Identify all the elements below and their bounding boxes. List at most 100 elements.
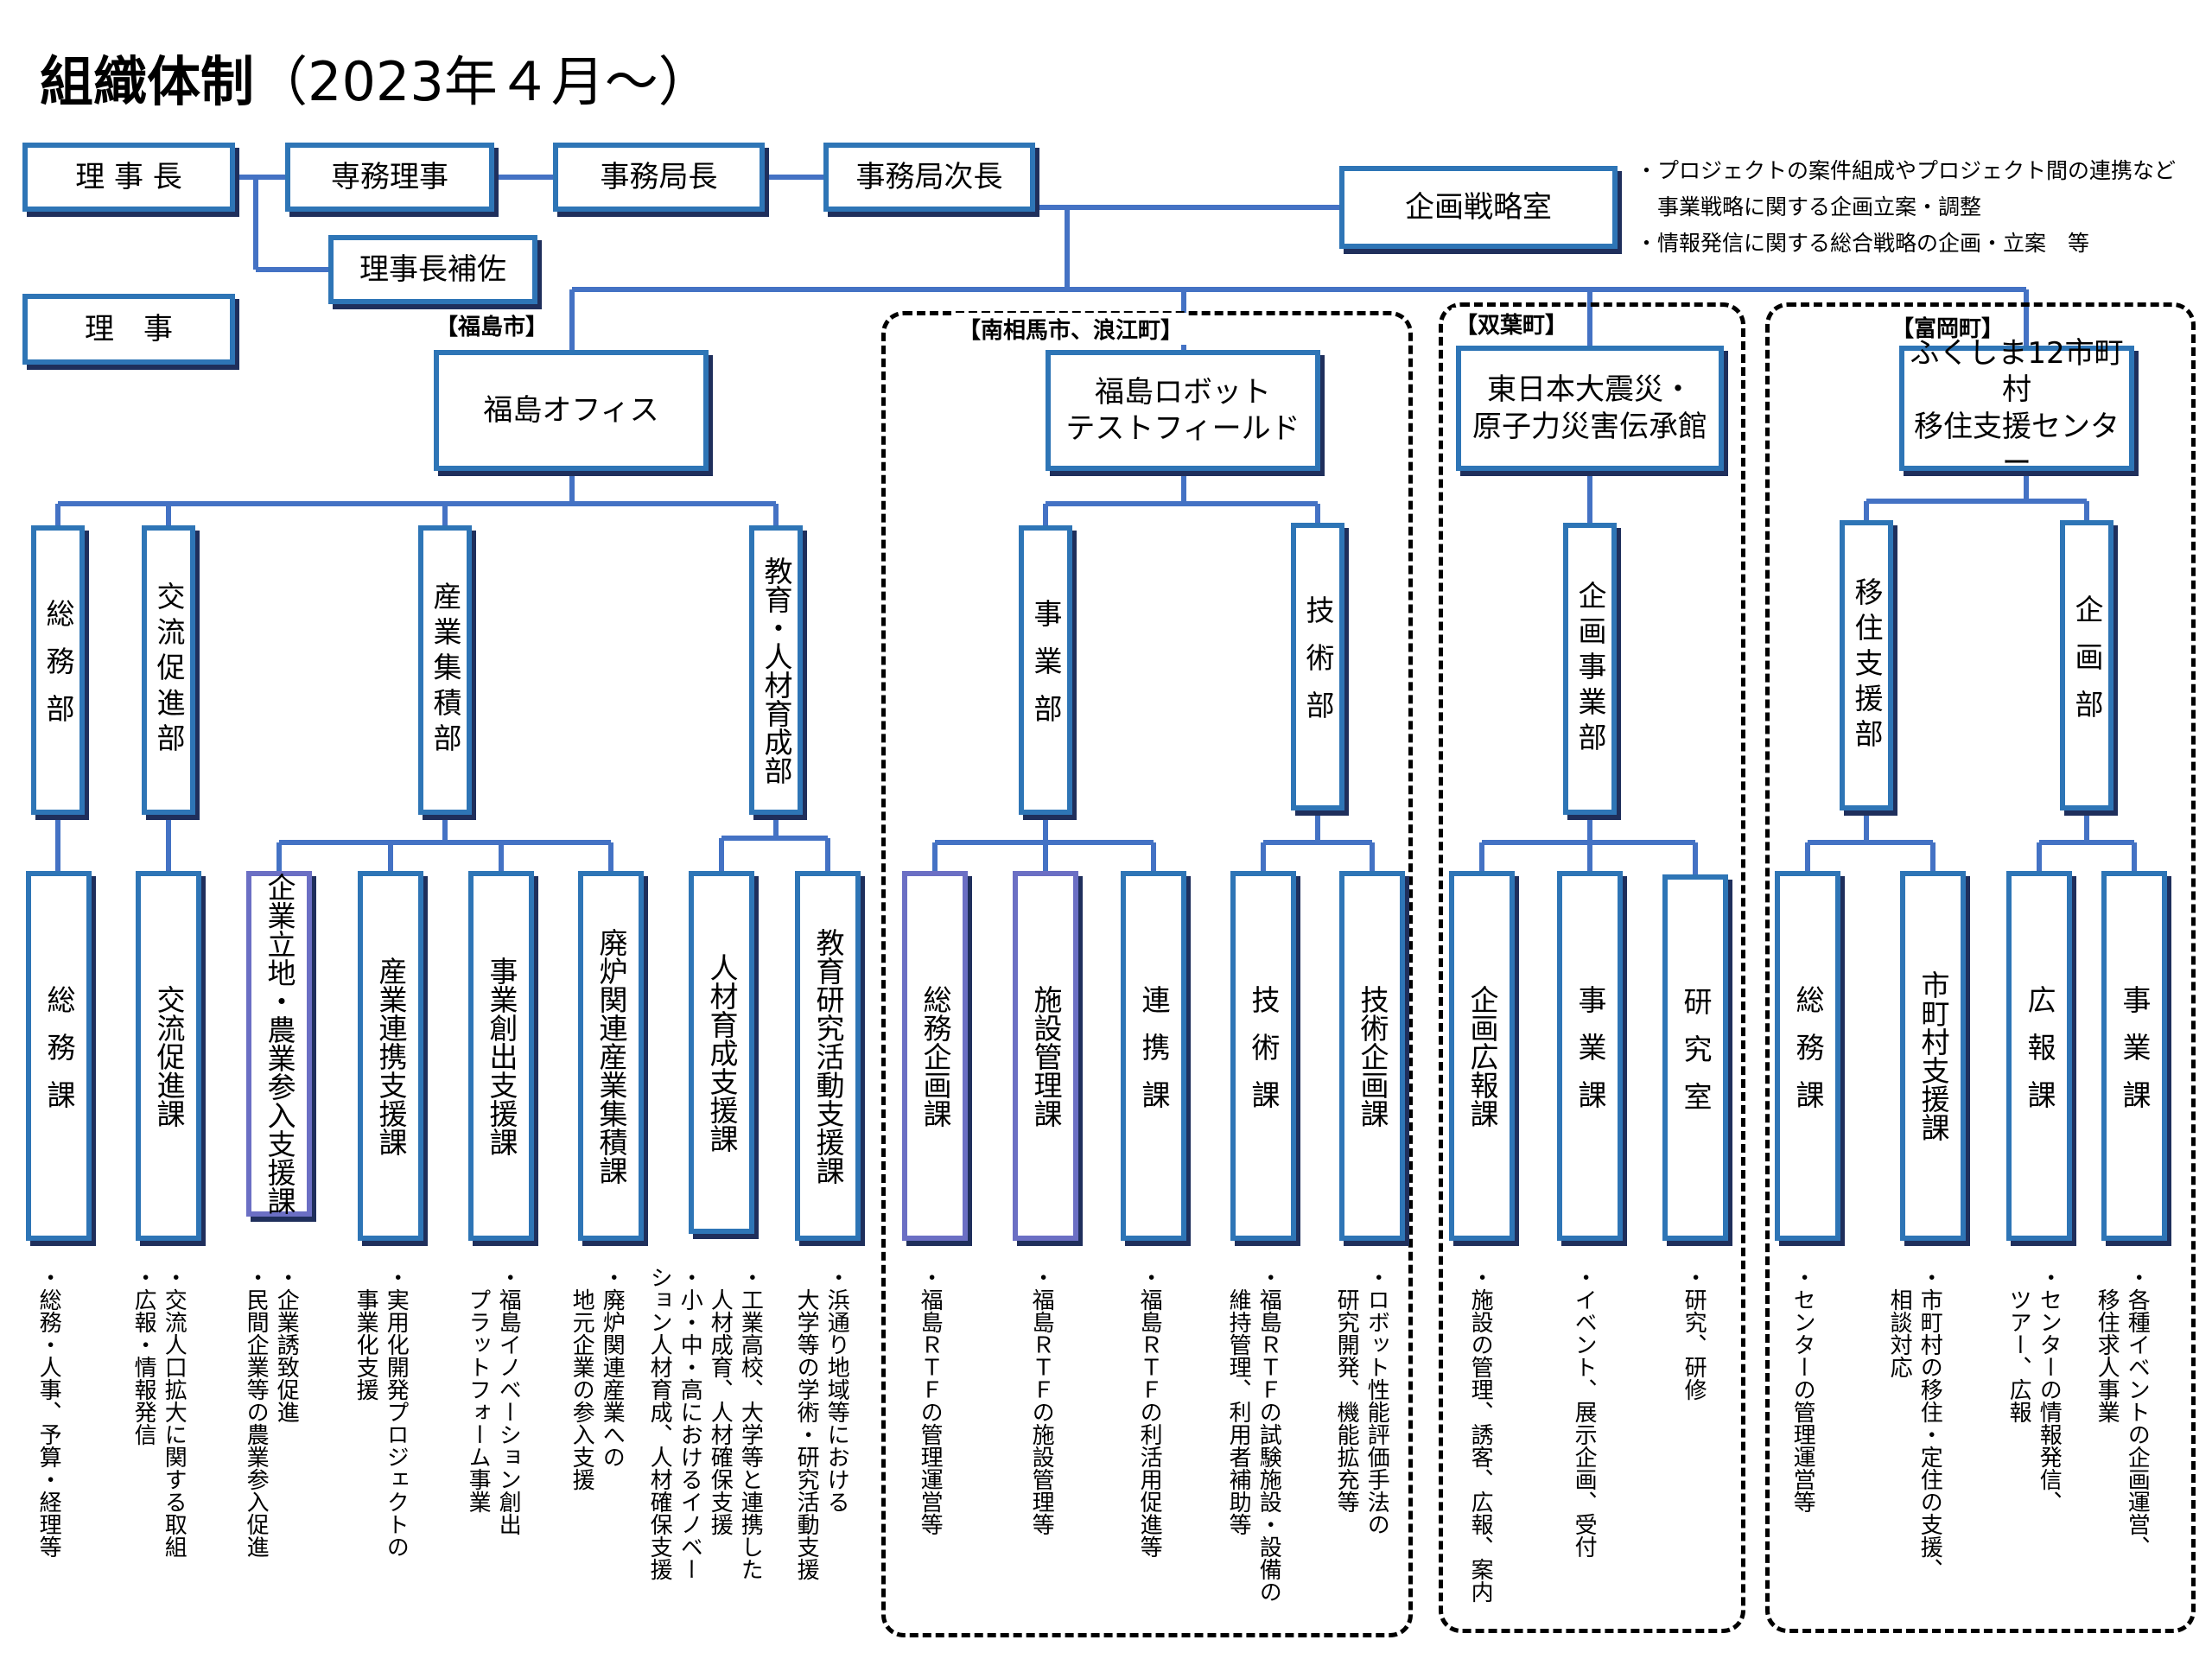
museum-label-line2: 原子力災害伝承館: [1472, 409, 1707, 444]
section-description: ・福島イノベーション創出 プラットフォーム事業: [465, 1266, 522, 1535]
rtf-box: 福島ロボット テストフィールド: [1046, 350, 1320, 471]
section-description: ・浜通り地域等における 大学等の学術・研究活動支援: [793, 1266, 850, 1580]
chairman-label: 理 事 長: [75, 159, 182, 194]
section-description: ・施設の管理、誘客、広報、案内: [1467, 1266, 1494, 1603]
section-box: 廃炉関連産業集積課: [578, 871, 644, 1241]
director-label: 理 事: [85, 311, 173, 346]
section-description: ・福島ＲＴＦの施設管理等: [1028, 1266, 1055, 1535]
rtf-label-line1: 福島ロボット: [1095, 374, 1271, 410]
section-label: 広報課: [2022, 984, 2056, 1128]
section-box: 事業創出支援課: [468, 871, 534, 1241]
section-description: ・企業誘致促進 ・民間企業等の農業参入促進: [243, 1266, 300, 1558]
fukushima-office-box: 福島オフィス: [434, 350, 709, 471]
dept-migration-planning: 企画部: [2060, 520, 2113, 810]
section-box: 人材育成支援課: [689, 871, 754, 1234]
section-box: 教育研究活動支援課: [795, 871, 861, 1241]
dept-rtf-business: 事業部: [1019, 525, 1072, 815]
strategy-office-label: 企画戦略室: [1405, 189, 1552, 225]
section-box: 総務企画課: [902, 871, 968, 1241]
section-label: 総務企画課: [918, 984, 952, 1128]
section-label: 総務課: [41, 984, 76, 1128]
dept-rtf-business-label: 事業部: [1028, 599, 1063, 741]
section-box: 総務課: [1775, 871, 1840, 1241]
executive-director-box: 専務理事: [285, 143, 494, 212]
director-box: 理 事: [22, 294, 235, 365]
chairman-box: 理 事 長: [22, 143, 235, 212]
section-description: ・交流人口拡大に関する取組 ・広報・情報発信: [130, 1266, 188, 1558]
region-tomioka: [1765, 302, 2196, 1633]
chairman-assistant-label: 理事長補佐: [359, 251, 506, 287]
section-description: ・工業高校、大学等と連携した 人材成育、人材確保支援 ・小・中・高におけるイノベ…: [646, 1266, 764, 1580]
section-label: 企業立地・農業参入支援課: [262, 873, 296, 1215]
section-box: 事業課: [1557, 871, 1623, 1241]
dept-migration-support: 移住支援部: [1840, 520, 1893, 810]
strategy-note-1: ・プロジェクトの案件組成やプロジェクト間の連携など: [1636, 158, 2177, 183]
section-box: 企画広報課: [1449, 871, 1515, 1241]
section-label: 総務課: [1790, 984, 1825, 1128]
dept-migration-support-label: 移住支援部: [1849, 576, 1884, 754]
location-tomioka: 【富岡町】: [1888, 311, 2008, 343]
section-box: 企業立地・農業参入支援課: [246, 871, 312, 1217]
section-description: ・各種イベントの企画運営、 移住求人事業: [2094, 1266, 2151, 1558]
section-description: ・センターの管理運営等: [1789, 1266, 1816, 1513]
dept-education-label: 教育・人材育成部: [759, 556, 793, 785]
dept-industry-label: 産業集積部: [428, 582, 462, 759]
section-box: 連携課: [1121, 871, 1186, 1241]
section-label: 教育研究活動支援課: [810, 927, 845, 1185]
section-description: ・福島ＲＴＦの試験施設・設備の 維持管理、利用者補助等: [1225, 1266, 1282, 1603]
museum-label-line1: 東日本大震災・: [1487, 372, 1693, 407]
strategy-note-3: ・情報発信に関する総合戦略の企画・立案 等: [1636, 231, 2090, 256]
section-label: 事業創出支援課: [484, 956, 518, 1156]
section-description: ・廃炉関連産業への 地元企業の参入支援: [569, 1266, 626, 1491]
deputy-secretary-general-box: 事務局次長: [823, 143, 1035, 212]
section-label: 施設管理課: [1028, 984, 1063, 1128]
location-fukushima-city: 【福島市】: [432, 309, 552, 341]
section-description: ・市町村の移住・定住の支援、 相談対応: [1886, 1266, 1943, 1580]
chairman-assistant-box: 理事長補佐: [328, 235, 537, 304]
dept-rtf-technical: 技術部: [1291, 523, 1344, 810]
section-box: 施設管理課: [1013, 871, 1078, 1241]
section-description: ・ロボット性能評価手法の 研究開発、機能拡充等: [1333, 1266, 1390, 1535]
section-box: 産業連携支援課: [358, 871, 423, 1241]
section-label: 産業連携支援課: [373, 956, 408, 1156]
section-box: 技術企画課: [1339, 871, 1405, 1241]
migration-center-label-line1: ふくしま12市町村: [1910, 335, 2124, 408]
section-label: 研究室: [1678, 986, 1713, 1129]
section-label: 連携課: [1136, 984, 1171, 1128]
section-description: ・実用化開発プロジェクトの 事業化支援: [353, 1266, 410, 1558]
migration-center-label-line2: 移住支援センター: [1914, 409, 2120, 481]
section-description: ・福島ＲＴＦの利活用促進等: [1136, 1266, 1163, 1558]
section-label: 企画広報課: [1465, 984, 1499, 1128]
section-description: ・イベント、展示企画、受付: [1571, 1266, 1598, 1558]
title-main: 組織体制: [40, 50, 255, 113]
section-label: 交流促進課: [151, 984, 186, 1128]
rtf-label-line2: テストフィールド: [1065, 411, 1300, 446]
dept-education: 教育・人材育成部: [749, 525, 803, 815]
section-box: 広報課: [2006, 871, 2072, 1241]
region-futaba: [1439, 302, 1745, 1633]
section-description: ・総務・人事、予算・経理等: [35, 1266, 62, 1558]
dept-migration-planning-label: 企画部: [2069, 594, 2104, 737]
section-label: 事業課: [1573, 984, 1607, 1128]
secretary-general-box: 事務局長: [553, 143, 765, 212]
section-box: 交流促進課: [136, 871, 201, 1241]
section-label: 廃炉関連産業集積課: [594, 927, 628, 1185]
section-description: ・研究、研修: [1681, 1266, 1707, 1401]
section-box: 技術課: [1230, 871, 1296, 1241]
strategy-note-2: 事業戦略に関する企画立案・調整: [1636, 194, 1982, 219]
dept-museum-planning: 企画事業部: [1563, 523, 1617, 815]
executive-director-label: 専務理事: [331, 159, 448, 194]
section-description: ・福島ＲＴＦの管理運営等: [917, 1266, 944, 1535]
title-period: （2023年４月～）: [254, 50, 712, 113]
section-label: 技術課: [1246, 984, 1281, 1128]
section-label: 市町村支援課: [1916, 970, 1950, 1141]
location-minamisoma: 【南相馬市、浪江町】: [955, 313, 1187, 345]
strategy-office-box: 企画戦略室: [1339, 166, 1618, 249]
dept-general-affairs-label: 総務部: [41, 599, 75, 741]
section-box: 総務課: [26, 871, 92, 1241]
section-box: 研究室: [1662, 874, 1728, 1241]
dept-general-affairs: 総務部: [31, 525, 85, 815]
page-title: 組織体制（2023年４月～）: [40, 38, 712, 116]
museum-box: 東日本大震災・ 原子力災害伝承館: [1456, 346, 1724, 471]
